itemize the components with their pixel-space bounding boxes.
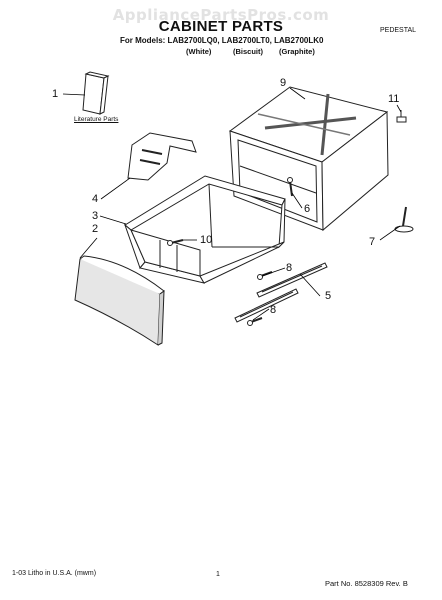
callout-2: 2 xyxy=(92,223,99,235)
callout-8-upper: 8 xyxy=(286,262,293,274)
callout-3: 3 xyxy=(92,210,99,222)
drawer-side-panel xyxy=(127,132,197,181)
color-white-label: (White) xyxy=(186,47,212,56)
color-graphite-label: (Graphite) xyxy=(279,47,315,56)
models-line: For Models: LAB2700LQ0, LAB2700LT0, LAB2… xyxy=(120,36,324,45)
screw-8-lower xyxy=(247,317,263,326)
callout-7: 7 xyxy=(369,236,376,248)
footer-part-number: Part No. 8528309 Rev. B xyxy=(325,579,408,588)
screw-10 xyxy=(167,239,184,246)
footer-page-number: 1 xyxy=(216,571,220,578)
callout-11: 11 xyxy=(388,93,400,105)
watermark: AppliancePartsPros.com xyxy=(112,6,330,24)
callout-9: 9 xyxy=(280,77,287,89)
drawer-tub xyxy=(123,175,286,284)
pedestal-label: PEDESTAL xyxy=(380,27,417,34)
callout-5: 5 xyxy=(325,290,332,302)
callout-4: 4 xyxy=(92,193,99,205)
callout-10: 10 xyxy=(200,234,213,246)
callout-8-lower: 8 xyxy=(270,304,277,316)
drawer-slide-lower xyxy=(234,288,299,323)
footer-litho: 1-03 Litho in U.S.A. (mwm) xyxy=(12,570,97,577)
color-biscuit-label: (Biscuit) xyxy=(233,47,263,56)
leader-lines xyxy=(62,87,402,321)
page-title: CABINET PARTS xyxy=(158,18,284,35)
screw-6 xyxy=(287,177,293,197)
callout-1: 1 xyxy=(52,88,59,100)
drawer-slide-upper xyxy=(256,262,328,298)
literature-parts-label: Literature Parts xyxy=(74,116,119,123)
leveling-leg xyxy=(394,206,414,233)
cabinet-clip xyxy=(396,110,407,123)
drawer-front-panel xyxy=(74,255,165,346)
literature-booklet xyxy=(82,71,110,115)
callout-6: 6 xyxy=(304,203,311,215)
